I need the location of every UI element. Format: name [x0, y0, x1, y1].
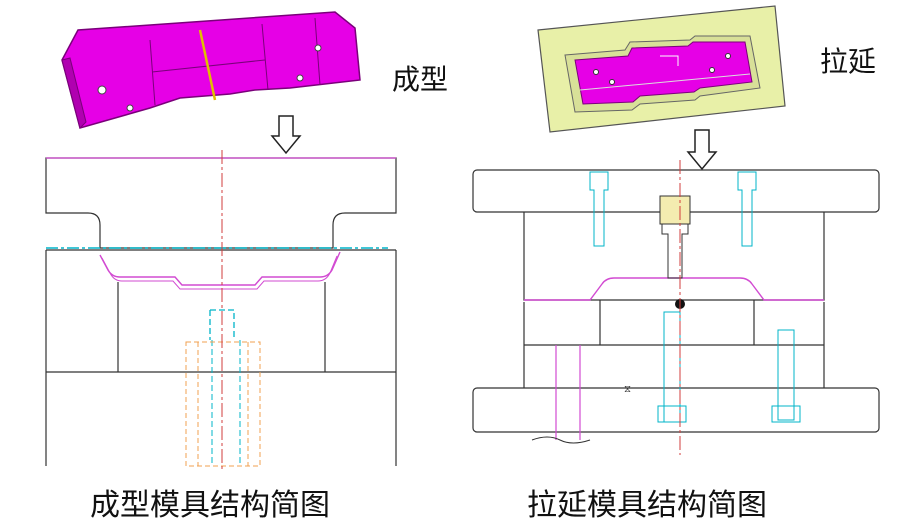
forming-die-section — [45, 150, 397, 470]
forming-caption: 成型模具结构简图 — [90, 488, 330, 523]
drawing-label: 拉延 — [820, 45, 877, 78]
down-arrow-icon — [686, 129, 718, 171]
drawing-caption: 拉延模具结构简图 — [527, 488, 767, 523]
svg-text:⧖: ⧖ — [624, 384, 631, 395]
forming-part-3d — [61, 11, 361, 129]
cut-line — [198, 29, 217, 101]
down-arrow-icon — [270, 115, 302, 155]
forming-label: 成型 — [392, 63, 449, 96]
drawing-die-section: ⧖ — [472, 160, 880, 455]
drawing-part-3d — [537, 5, 786, 133]
